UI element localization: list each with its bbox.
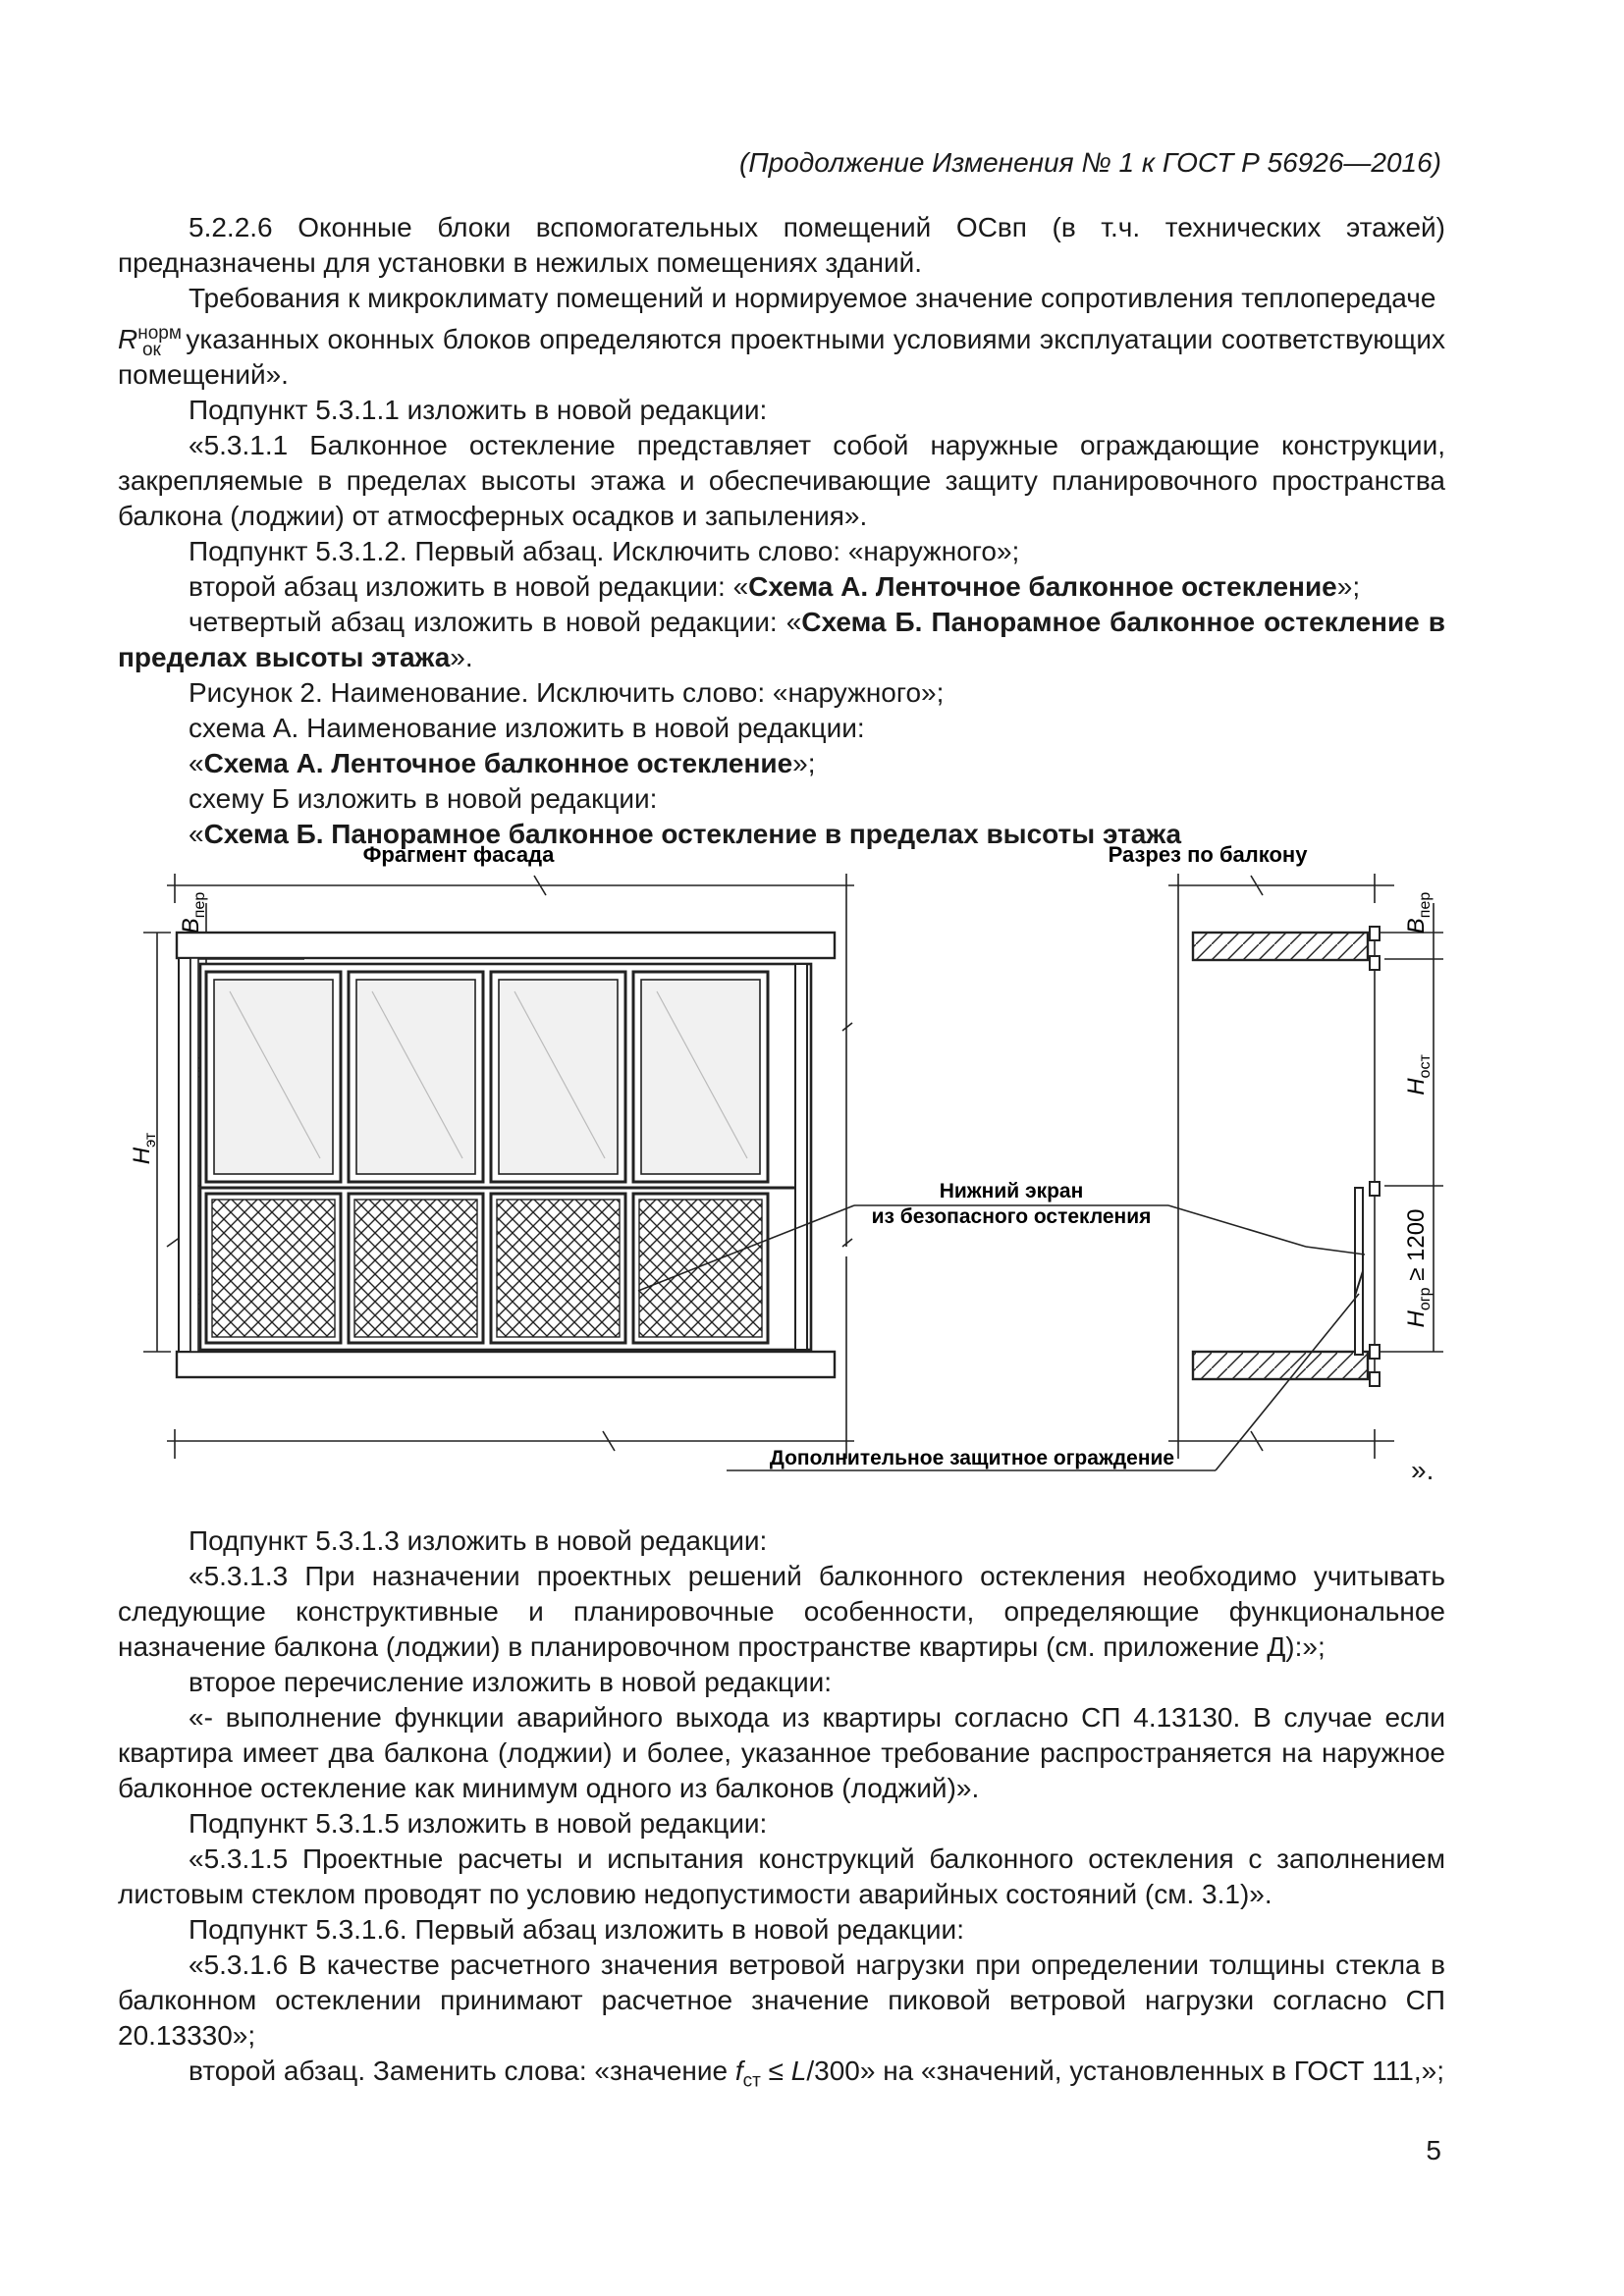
paragraph: четвертый абзац изложить в новой редакци… [118, 607, 1445, 672]
text-block-bottom: Подпункт 5.3.1.3 изложить в новой редакц… [118, 1523, 1445, 2092]
figure-closing-quote: ». [1411, 1455, 1435, 1485]
section-dimensions [1168, 874, 1443, 1459]
section-label-b-per: Bпер [1403, 892, 1434, 934]
paragraph: Требования к микроклимату помещений и но… [189, 283, 1436, 313]
section-upper-slab [1191, 931, 1370, 962]
facade-top-dimension [167, 874, 854, 903]
paragraph: «Схема Б. Панорамное балконное остеклени… [189, 819, 1182, 849]
paragraph: «5.3.1.1 Балконное остекление представля… [118, 430, 1445, 531]
page-header: (Продолжение Изменения № 1 к ГОСТ Р 5692… [739, 147, 1441, 178]
paragraph: второе перечисление изложить в новой ред… [189, 1667, 833, 1697]
paragraph: «Схема А. Ленточное балконное остекление… [189, 748, 816, 778]
paragraph: второй абзац изложить в новой редакции: … [189, 571, 1361, 602]
lower-safety-screens [204, 1192, 770, 1345]
paragraph: Подпункт 5.3.1.1 изложить в новой редакц… [189, 395, 768, 425]
paragraph: Подпункт 5.3.1.3 изложить в новой редакц… [189, 1525, 768, 1556]
break-marks [166, 903, 853, 1429]
paragraph: Рисунок 2. Наименование. Исключить слово… [189, 677, 945, 708]
label-lower-screen-1: Нижний экран [940, 1180, 1084, 1202]
section-label-h-ost: Hост [1403, 1054, 1434, 1095]
paragraph: Подпункт 5.3.1.5 изложить в новой редакц… [189, 1808, 768, 1839]
paragraph: «- выполнение функции аварийного выхода … [118, 1702, 1445, 1803]
upper-sashes [204, 970, 770, 1184]
balcony-glazing-diagram: Фрагмент фасада Разрез по балкону [129, 842, 1443, 1471]
text-block-top: 5.2.2.6 Оконные блоки вспомогательных по… [118, 210, 1445, 852]
paragraph: «5.3.1.3 При назначении проектных решени… [118, 1561, 1445, 1662]
paragraph: «5.3.1.6 В качестве расчетного значения … [118, 1949, 1445, 2051]
leader-lines [637, 1204, 1366, 1471]
paragraph: Rнормок указанных оконных блоков определ… [118, 323, 1445, 390]
paragraph: «5.3.1.5 Проектные расчеты и испытания к… [118, 1843, 1445, 1909]
side-wall [178, 957, 191, 1353]
label-lower-screen-2: из безопасного остекления [872, 1205, 1152, 1228]
lower-slab [175, 1350, 837, 1379]
section-label-h-ogr: Hогр ≥ 1200 [1403, 1209, 1434, 1328]
paragraph: схема А. Наименование изложить в новой р… [189, 713, 865, 743]
paragraph: второй абзац. Заменить слова: «значение … [189, 2056, 1444, 2092]
label-h-et: Hэт [129, 1132, 159, 1164]
label-additional-guard: Дополнительное защитное ограждение [770, 1447, 1174, 1469]
section-lower-slab [1191, 1350, 1370, 1381]
figure-title-section: Разрез по балкону [1109, 842, 1309, 867]
paragraph: 5.2.2.6 Оконные блоки вспомогательных по… [118, 212, 1445, 278]
figure-title-facade: Фрагмент фасада [363, 842, 555, 867]
paragraph: схему Б изложить в новой редакции: [189, 783, 658, 814]
paragraph: Подпункт 5.3.1.6. Первый абзац изложить … [189, 1914, 964, 1945]
page-number: 5 [1426, 2135, 1441, 2165]
frame-post-right [794, 963, 808, 1351]
side-wall-inner [189, 957, 199, 1353]
formula-r: Rнормок [118, 323, 182, 360]
facade-bottom-dimension [167, 1429, 854, 1459]
section-glazing [1354, 926, 1380, 1387]
label-b-per: Bпер [178, 892, 208, 934]
paragraph: Подпункт 5.3.1.2. Первый абзац. Исключит… [189, 536, 1020, 566]
upper-slab [175, 931, 837, 960]
